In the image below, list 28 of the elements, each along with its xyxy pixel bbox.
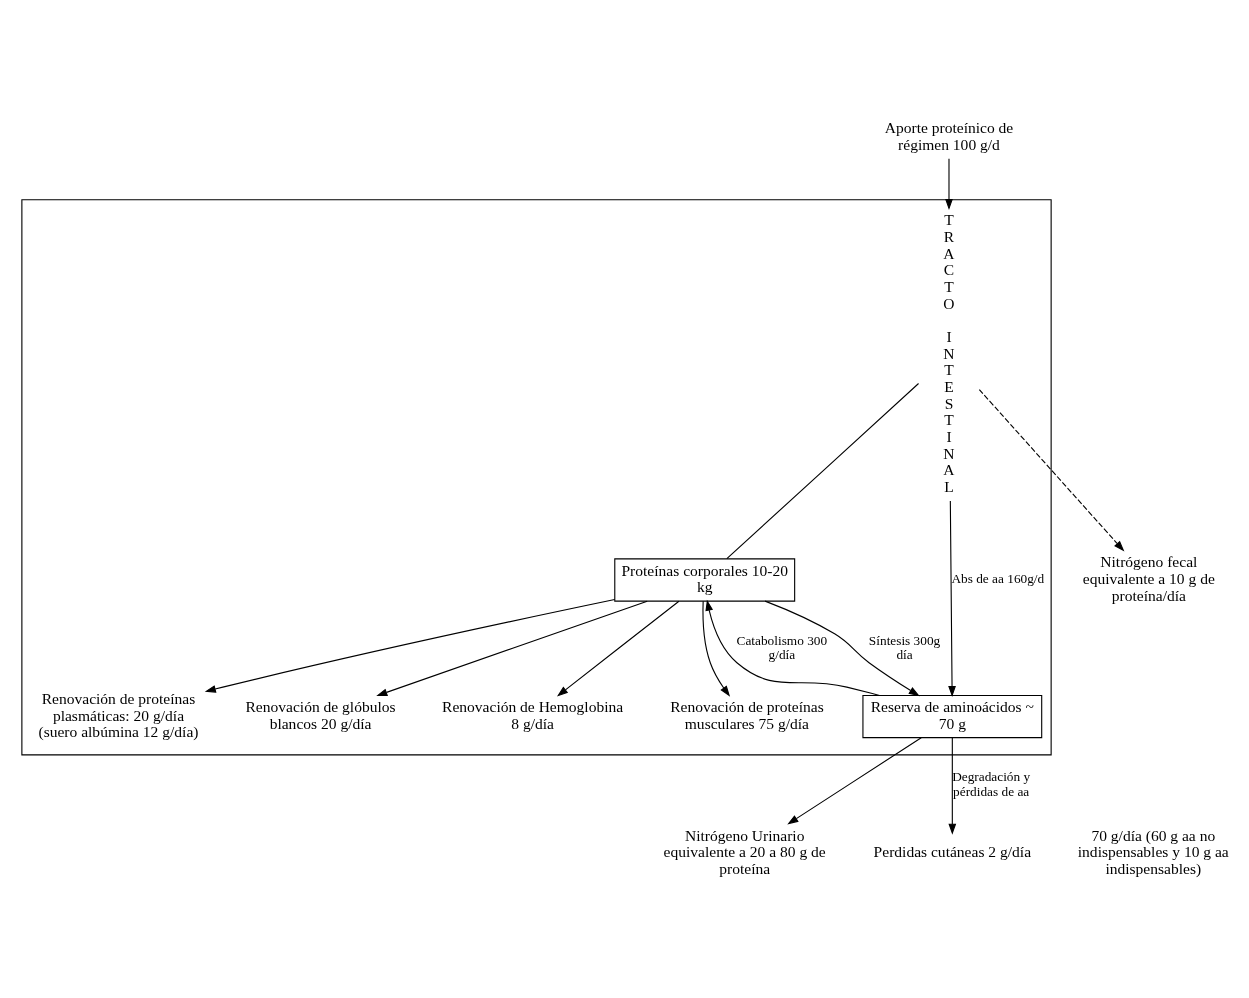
edge-label: Síntesis 300g día [868, 632, 941, 662]
arrow [948, 499, 956, 697]
arrow [376, 600, 648, 696]
arrow [978, 388, 1125, 552]
arrow [556, 600, 680, 696]
node-text: Aporte proteínico de régimen 100 g/d [884, 118, 1014, 153]
node-text: Renovación de proteínas plasmáticas: 20 g/día (suero albúmina 12 g/día) [38, 689, 199, 740]
arrow [945, 157, 953, 210]
node-box: Proteínas corporales 10-20 kg [614, 557, 796, 602]
node-text: Nitrógeno fecal equivalente a 10 g de proteína/día [1082, 552, 1215, 604]
arrow [948, 736, 957, 835]
node-text: Nitrógeno Urinario equivalente a 20 a 80 g de proteína [663, 826, 826, 877]
node-box: Reserva de aminoácidos ~ 70 g [862, 694, 1043, 738]
node-text: Renovación de proteínas musculares 75 g/día [670, 697, 824, 732]
arrow [702, 600, 731, 697]
arrow [764, 600, 920, 696]
connector [726, 382, 920, 559]
arrow [204, 598, 616, 693]
node-text: Renovación de glóbulos blancos 20 g/día [245, 697, 396, 732]
node-text: Renovación de Hemoglobina 8 g/día [442, 697, 624, 732]
edge-label: Degradación y pérdidas de aa [952, 768, 1031, 799]
arrow [787, 736, 922, 824]
node-text: TRACTO INTESTINAL [943, 210, 955, 495]
edge-label: Abs de aa 160g/d [951, 570, 1045, 586]
arrow [705, 599, 881, 696]
node-text: Perdidas cutáneas 2 g/día [873, 842, 1032, 860]
label: 70 g/día (60 g aa no indispensables y 10 g aa indispensables) [1077, 826, 1229, 877]
edge-label: Catabolismo 300 g/día [736, 632, 828, 662]
